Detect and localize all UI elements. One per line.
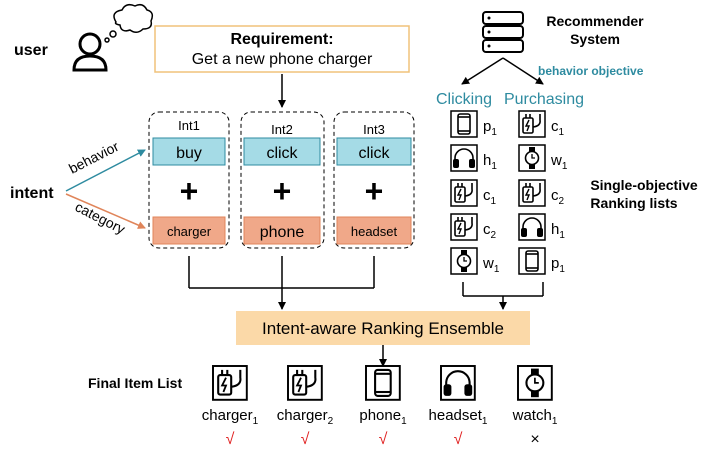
behavior-edge bbox=[65, 149, 146, 192]
intent-1-plus: + bbox=[180, 173, 199, 209]
intent-label: intent bbox=[10, 185, 54, 202]
final-item-label: phone1 bbox=[359, 407, 407, 427]
intent-3-behavior: click bbox=[358, 145, 390, 162]
check-mark: √ bbox=[379, 431, 388, 448]
behavior-edge-label: behavior bbox=[66, 138, 121, 177]
requirement-text: Get a new phone charger bbox=[192, 51, 373, 68]
intent-1-category: charger bbox=[167, 224, 212, 239]
check-mark: √ bbox=[226, 431, 235, 448]
phone-icon bbox=[450, 110, 478, 138]
intent-3-behavior-box bbox=[336, 137, 412, 166]
intent-3-category: headset bbox=[351, 224, 398, 239]
recommender-title-line1: Recommender bbox=[546, 13, 644, 29]
phone-icon bbox=[365, 365, 401, 401]
intent-1-category-box bbox=[152, 216, 226, 245]
database-icon bbox=[482, 11, 524, 53]
charger-icon bbox=[518, 110, 546, 138]
user-icon bbox=[72, 32, 108, 72]
clicking-item-label: c2 bbox=[483, 221, 497, 241]
category-edge bbox=[65, 193, 146, 229]
charger-icon bbox=[518, 179, 546, 207]
thought-bubble-icon bbox=[104, 3, 154, 43]
requirement-box bbox=[154, 25, 410, 73]
headset-icon bbox=[440, 365, 476, 401]
purchasing-item-label: h1 bbox=[551, 221, 565, 241]
clicking-item-label: h1 bbox=[483, 152, 497, 172]
ranking-label-line1: Single-objective bbox=[590, 177, 698, 193]
charger-icon bbox=[287, 365, 323, 401]
ranking-columns: p1 h1 c1 c2 w1 c1 w1 c2 h1 p1 bbox=[450, 110, 568, 275]
intent-block-1: Int1 buy + charger bbox=[148, 111, 230, 249]
phone-icon bbox=[518, 247, 546, 275]
requirement-title: Requirement: bbox=[230, 31, 333, 48]
ranking-label-line2: Ranking lists bbox=[590, 195, 677, 211]
intent-2-plus: + bbox=[273, 173, 292, 209]
check-mark: √ bbox=[454, 431, 463, 448]
behavior-objective-label: behavior objective bbox=[538, 64, 644, 78]
intent-2-category-box bbox=[243, 216, 321, 245]
user-label: user bbox=[14, 42, 48, 59]
final-item-label: charger2 bbox=[277, 407, 334, 427]
ranking-connectors bbox=[462, 282, 544, 310]
final-item-label: watch1 bbox=[512, 407, 558, 427]
intent-2-behavior-box bbox=[243, 137, 321, 166]
intent-3-name: Int3 bbox=[363, 122, 385, 137]
watch-icon bbox=[450, 247, 478, 275]
intent-2-category: phone bbox=[260, 224, 305, 241]
purchasing-item-label: p1 bbox=[551, 255, 565, 275]
charger-icon bbox=[450, 213, 478, 241]
intent-1-behavior-box bbox=[152, 137, 226, 166]
cross-mark: × bbox=[530, 431, 539, 448]
purchasing-item-label: c1 bbox=[551, 118, 565, 138]
watch-icon bbox=[517, 365, 553, 401]
clicking-arrow bbox=[461, 57, 504, 85]
headset-icon bbox=[450, 144, 478, 172]
recommender-title-line2: System bbox=[570, 31, 620, 47]
purchasing-item-label: w1 bbox=[550, 152, 568, 172]
intent-3-category-box bbox=[336, 216, 412, 245]
ensemble-box bbox=[236, 311, 530, 345]
final-item-list: charger1 √ charger2 √ phone1 √ headset1 √ watch1… bbox=[202, 365, 558, 448]
intent-block-3: Int3 click + headset bbox=[333, 111, 415, 249]
intent-2-behavior: click bbox=[266, 145, 298, 162]
clicking-header: Clicking bbox=[436, 91, 492, 108]
purchasing-arrow bbox=[502, 57, 544, 85]
headset-icon bbox=[518, 213, 546, 241]
intent-connectors bbox=[188, 256, 375, 310]
ensemble-label: Intent-aware Ranking Ensemble bbox=[262, 319, 504, 338]
intent-1-name: Int1 bbox=[178, 118, 200, 133]
final-list-label: Final Item List bbox=[88, 375, 182, 391]
clicking-item-label: w1 bbox=[482, 255, 500, 275]
intent-2-name: Int2 bbox=[271, 122, 293, 137]
final-item-label: headset1 bbox=[429, 407, 488, 427]
intent-3-plus: + bbox=[365, 173, 384, 209]
charger-icon bbox=[212, 365, 248, 401]
charger-icon bbox=[450, 179, 478, 207]
final-item-label: charger1 bbox=[202, 407, 259, 427]
watch-icon bbox=[518, 144, 546, 172]
intent-block-2: Int2 click + phone bbox=[240, 111, 325, 249]
purchasing-item-label: c2 bbox=[551, 187, 565, 207]
check-mark: √ bbox=[301, 431, 310, 448]
clicking-item-label: p1 bbox=[483, 118, 497, 138]
purchasing-header: Purchasing bbox=[504, 91, 584, 108]
category-edge-label: category bbox=[73, 198, 128, 237]
intent-1-behavior: buy bbox=[176, 145, 202, 162]
clicking-item-label: c1 bbox=[483, 187, 497, 207]
